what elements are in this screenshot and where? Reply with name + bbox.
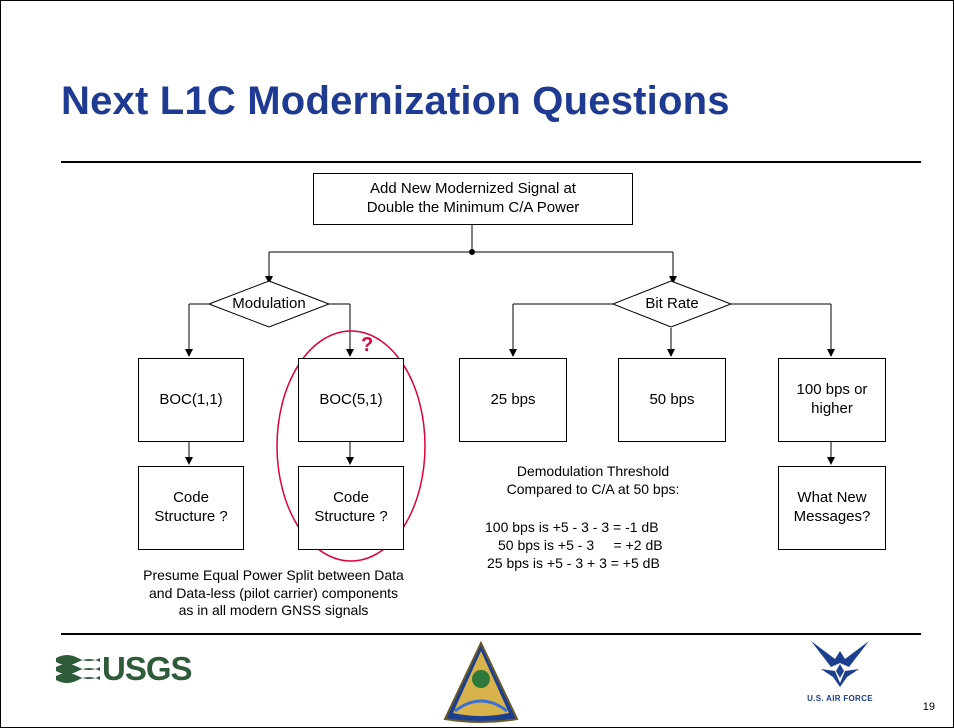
bitrate-decision <box>611 280 733 328</box>
airforce-logo: U.S. AIR FORCE <box>785 637 895 703</box>
question-mark: ? <box>361 334 374 356</box>
threshold-line-1: 100 bps is +5 - 3 - 3 = -1 dB <box>485 519 659 535</box>
center-emblem <box>441 640 521 727</box>
root-node: Add New Modernized Signal at Double the … <box>313 173 633 225</box>
footer-divider <box>61 633 921 635</box>
boc11-node: BOC(1,1) <box>138 358 244 442</box>
airforce-wordmark: U.S. AIR FORCE <box>807 694 873 703</box>
boc51-node: BOC(5,1) <box>298 358 404 442</box>
bps100-node: 100 bps or higher <box>778 358 886 442</box>
title-divider <box>61 161 921 163</box>
threshold-line-2: 50 bps is +5 - 3 = +2 dB <box>498 537 663 553</box>
threshold-line-3: 25 bps is +5 - 3 + 3 = +5 dB <box>487 555 660 571</box>
usgs-logo: USGS <box>56 649 193 689</box>
boc51-highlight-ellipse <box>276 330 426 562</box>
bps50-node: 50 bps <box>618 358 726 442</box>
bitrate-label: Bit Rate <box>645 295 699 312</box>
threshold-heading: Demodulation Threshold Compared to C/A a… <box>506 463 680 497</box>
bps25-node: 25 bps <box>459 358 567 442</box>
code-structure-node-2: Code Structure ? <box>298 466 404 550</box>
modulation-decision <box>207 280 331 328</box>
airforce-wings-icon <box>811 641 869 687</box>
usgs-wordmark: USGS <box>102 650 193 687</box>
power-split-note: Presume Equal Power Split between Data a… <box>143 567 404 618</box>
new-messages-node: What New Messages? <box>778 466 886 550</box>
page-number: 19 <box>922 701 935 713</box>
modulation-label: Modulation <box>232 295 306 312</box>
slide-title: Next L1C Modernization Questions <box>61 79 730 123</box>
usgs-wave-icon <box>56 655 100 683</box>
code-structure-node-1: Code Structure ? <box>138 466 244 550</box>
